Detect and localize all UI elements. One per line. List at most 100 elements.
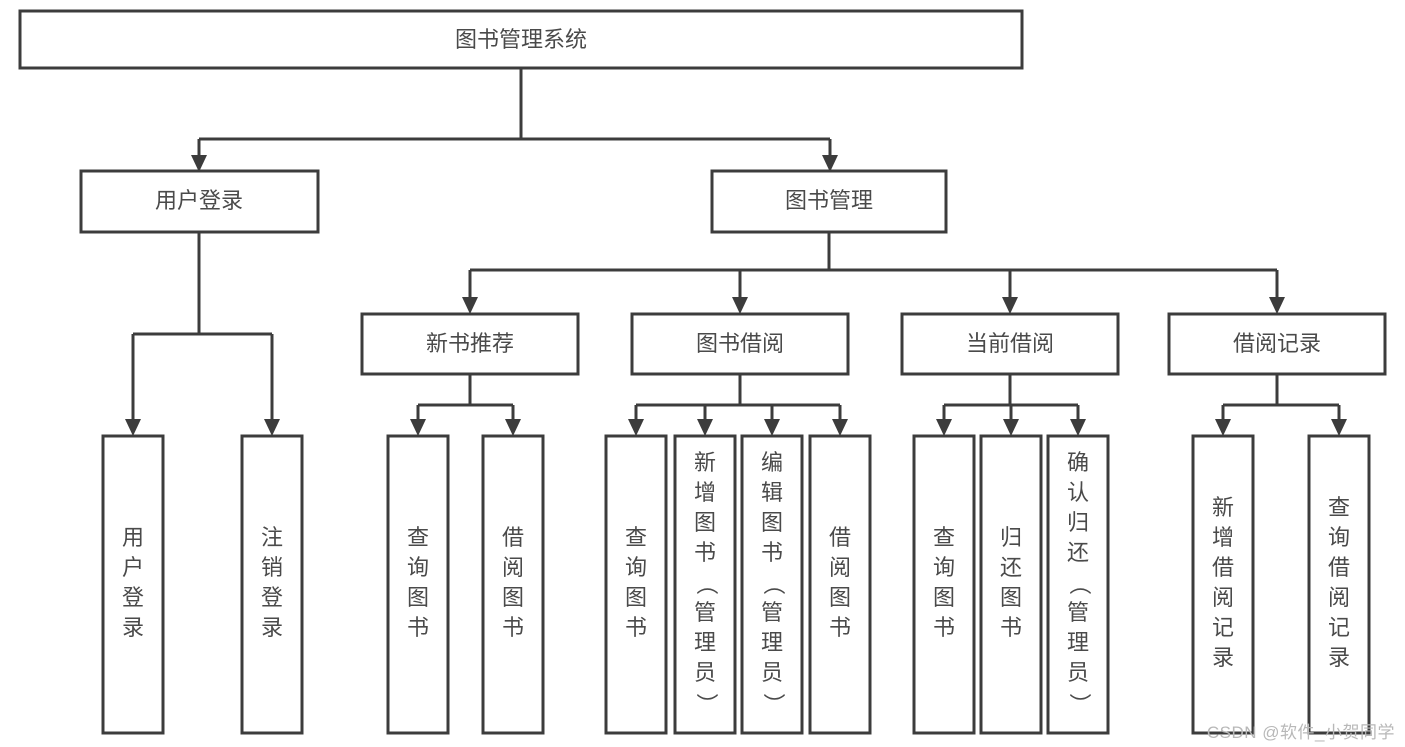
arrow-head-book-borrow <box>732 297 748 314</box>
node-book-management[interactable]: 图书管理 <box>710 169 948 234</box>
arrow-head-leaf-add-record <box>1215 419 1231 436</box>
node-leaf-query-record-box[interactable] <box>1307 434 1371 735</box>
leaf-label-char: 图 <box>933 585 955 610</box>
leaf-label-char: 书 <box>407 615 429 640</box>
leaf-label-char: 阅 <box>1212 585 1234 610</box>
arrow-head-leaf-borrow-book-1 <box>505 419 521 436</box>
leaf-label-char: 管 <box>694 600 716 625</box>
node-current-borrow-box[interactable] <box>900 312 1120 376</box>
arrow-head-leaf-query-book-2 <box>628 419 644 436</box>
leaf-label-char: 录 <box>1212 645 1234 670</box>
leaf-label-char: 销 <box>261 555 283 580</box>
node-borrow-record[interactable]: 借阅记录 <box>1167 312 1387 376</box>
node-leaf-add-record-box[interactable] <box>1191 434 1255 735</box>
leaf-label-char: （ <box>761 573 786 595</box>
connector-layer <box>125 68 1347 436</box>
leaf-label-char: 理 <box>1067 630 1089 655</box>
leaf-label-char: 询 <box>407 555 429 580</box>
node-borrow-record-box[interactable] <box>1167 312 1387 376</box>
node-leaf-confirm-return-box[interactable] <box>1046 434 1110 735</box>
leaf-label-char: 员 <box>1067 660 1089 685</box>
node-leaf-logout-login-box[interactable] <box>240 434 304 735</box>
leaf-label-char: 询 <box>625 555 647 580</box>
node-book-borrow-box[interactable] <box>630 312 850 376</box>
leaf-label-char: 阅 <box>502 555 524 580</box>
node-book-borrow[interactable]: 图书借阅 <box>630 312 850 376</box>
node-leaf-user-login-box[interactable] <box>101 434 165 735</box>
leaf-label-char: （ <box>1067 573 1092 595</box>
node-root-label: 图书管理系统 <box>455 27 587 52</box>
leaf-label-char: 员 <box>694 660 716 685</box>
leaf-label-char: 录 <box>261 615 283 640</box>
node-root-box[interactable] <box>18 9 1024 70</box>
arrow-head-leaf-query-record <box>1331 419 1347 436</box>
arrow-head-leaf-confirm-return <box>1070 419 1086 436</box>
leaf-label-char: 归 <box>1000 525 1022 550</box>
node-leaf-borrow-book-1-box[interactable] <box>481 434 545 735</box>
arrow-head-leaf-user-login <box>125 419 141 436</box>
leaf-label-char: 借 <box>829 525 851 550</box>
leaf-label-char: 书 <box>933 615 955 640</box>
leaf-label-char: 查 <box>625 525 647 550</box>
arrow-head-user-login <box>191 155 207 172</box>
leaf-label-char: 借 <box>1212 555 1234 580</box>
leaf-label-char: 书 <box>502 615 524 640</box>
node-leaf-query-book-3-box[interactable] <box>912 434 976 735</box>
node-leaf-add-book-box[interactable] <box>673 434 737 735</box>
arrow-head-leaf-edit-book <box>764 419 780 436</box>
leaf-label-char: 借 <box>1328 555 1350 580</box>
leaf-label-char: 注 <box>261 525 283 550</box>
leaf-label-char: 管 <box>1067 600 1089 625</box>
leaf-label-char: 增 <box>1212 525 1234 550</box>
leaf-label-char: 登 <box>122 585 144 610</box>
node-leaf-edit-book-box[interactable] <box>740 434 804 735</box>
node-leaf-user-login-label: 用户登录 <box>122 525 144 640</box>
leaf-label-char: 书 <box>1000 615 1022 640</box>
leaf-label-char: 借 <box>502 525 524 550</box>
leaf-label-char: 询 <box>1328 525 1350 550</box>
node-book-management-label: 图书管理 <box>785 188 873 213</box>
arrow-head-leaf-return-book <box>1003 419 1019 436</box>
leaf-label-char: ） <box>761 693 786 715</box>
node-current-borrow-label: 当前借阅 <box>966 331 1054 356</box>
node-leaf-query-book-1-box[interactable] <box>386 434 450 735</box>
node-borrow-record-label: 借阅记录 <box>1233 331 1321 356</box>
node-new-book-recommend-box[interactable] <box>360 312 580 376</box>
node-user-login[interactable]: 用户登录 <box>79 169 320 234</box>
arrow-head-new-book-recommend <box>462 297 478 314</box>
node-book-borrow-label: 图书借阅 <box>696 331 784 356</box>
leaf-label-char: 询 <box>933 555 955 580</box>
arrow-head-leaf-logout-login <box>264 419 280 436</box>
node-root[interactable]: 图书管理系统 <box>18 9 1024 70</box>
leaf-label-char: 图 <box>829 585 851 610</box>
node-leaf-query-book-2-box[interactable] <box>604 434 668 735</box>
node-current-borrow[interactable]: 当前借阅 <box>900 312 1120 376</box>
leaf-label-char: 录 <box>1328 645 1350 670</box>
leaf-label-char: 记 <box>1212 615 1234 640</box>
leaf-label-char: 登 <box>261 585 283 610</box>
leaf-label-char: 书 <box>625 615 647 640</box>
leaf-label-char: 理 <box>694 630 716 655</box>
leaf-label-char: 户 <box>122 555 144 580</box>
node-leaf-return-book-box[interactable] <box>979 434 1043 735</box>
node-user-login-box[interactable] <box>79 169 320 234</box>
leaf-label-char: 书 <box>694 540 716 565</box>
node-book-management-box[interactable] <box>710 169 948 234</box>
node-leaf-borrow-book-2-box[interactable] <box>808 434 872 735</box>
leaf-label-char: 辑 <box>761 480 783 505</box>
leaf-label-char: 查 <box>407 525 429 550</box>
leaf-label-char: 记 <box>1328 615 1350 640</box>
leaf-label-char: 阅 <box>1328 585 1350 610</box>
node-new-book-recommend[interactable]: 新书推荐 <box>360 312 580 376</box>
